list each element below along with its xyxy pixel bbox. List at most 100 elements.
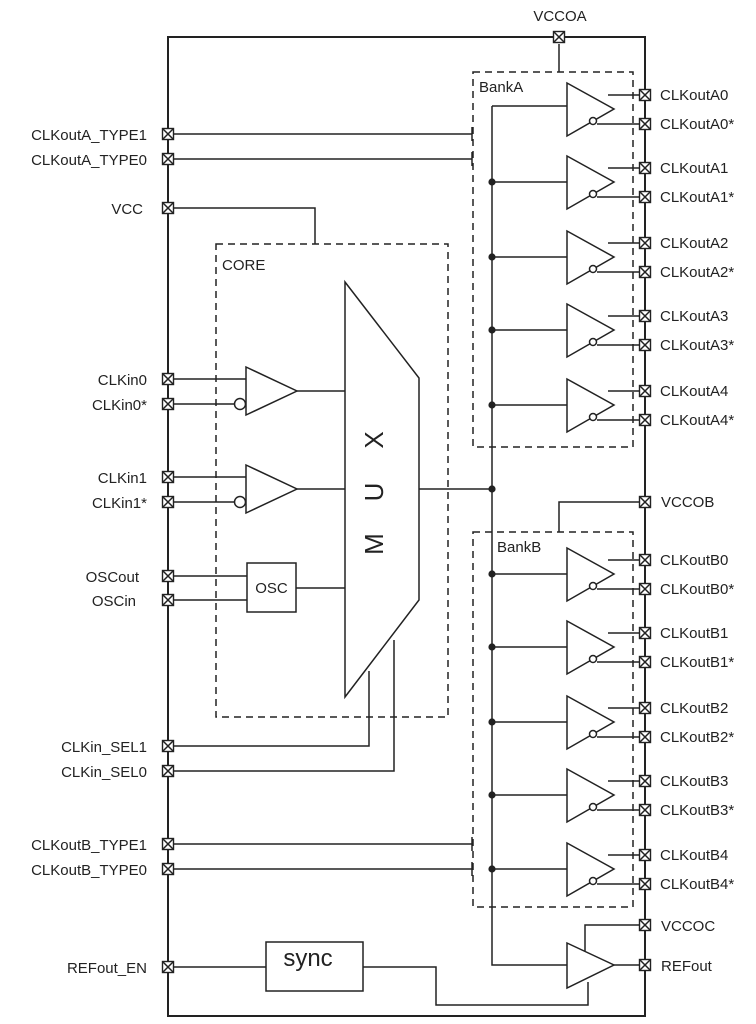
- left-pin-icon: [161, 593, 175, 607]
- bank-b-junction-3: [488, 791, 496, 799]
- pin-marker-icon: [638, 701, 652, 715]
- pin-marker-icon: [638, 338, 652, 352]
- pin-marker-icon: [638, 88, 652, 102]
- clkouta-type1-label: CLKoutA_TYPE1: [31, 127, 147, 144]
- bank-b-out-n-label-4: CLKoutB4*: [660, 876, 734, 893]
- vccob-label: VCCOB: [661, 494, 714, 511]
- pin-marker-icon: [638, 730, 652, 744]
- inverter-bubble-icon: [588, 654, 598, 664]
- left-pin-icon: [161, 569, 175, 583]
- mux-block: [344, 279, 420, 700]
- mux-label: X U M: [359, 431, 389, 555]
- clkin-sel1-label: CLKin_SEL1: [61, 739, 147, 756]
- pin-marker-icon: [638, 265, 652, 279]
- bank-a-drivers: CLKoutA0CLKoutA0*CLKoutA1CLKoutA1*CLKout…: [488, 81, 734, 434]
- bank-a-out-p-label-4: CLKoutA4: [660, 383, 728, 400]
- left-pin-icon: [161, 470, 175, 484]
- sync-to-refout-wire: [363, 966, 589, 1006]
- bank-b-driver-1: [566, 619, 616, 676]
- bank-a-driver-1: [566, 154, 616, 211]
- left-pin-icon: [161, 201, 175, 215]
- pin-marker-icon: [638, 848, 652, 862]
- bank-b-junction-1: [488, 643, 496, 651]
- bank-a-label: BankA: [479, 79, 523, 96]
- left-pin-labels: CLKoutA_TYPE1 CLKoutA_TYPE0 CLKin0 CLKin…: [31, 127, 147, 977]
- left-pin-icon: [161, 495, 175, 509]
- bank-b-block: [472, 531, 634, 908]
- bank-a-driver-3: [566, 302, 616, 359]
- bank-b-driver-4: [566, 841, 616, 898]
- left-pin-icon: [161, 739, 175, 753]
- osc-block: [246, 562, 297, 613]
- refout-en-label: REFout_EN: [67, 960, 147, 977]
- clkin-sel0-label: CLKin_SEL0: [61, 764, 147, 781]
- bank-a-driver-2: [566, 229, 616, 286]
- input-buffer-1: [245, 463, 299, 515]
- refout-buffer: [566, 941, 616, 990]
- pin-marker-icon: [638, 384, 652, 398]
- bank-a-junction-4: [488, 401, 496, 409]
- pin-marker-icon: [638, 413, 652, 427]
- pin-marker-icon: [638, 877, 652, 891]
- inverter-bubble-icon: [588, 412, 598, 422]
- vccob-wire: [558, 501, 640, 532]
- clkin-sel0-wire: [174, 640, 395, 772]
- bank-a-out-p-label-0: CLKoutA0: [660, 87, 728, 104]
- pin-marker-icon: [638, 582, 652, 596]
- svg-text:U: U: [359, 483, 389, 502]
- clkouta-type0-label: CLKoutA_TYPE0: [31, 152, 147, 169]
- pin-marker-icon: [638, 626, 652, 640]
- bank-b-out-p-label-0: CLKoutB0: [660, 552, 728, 569]
- inverter-bubble-icon: [588, 876, 598, 886]
- inverter-bubble-icon: [588, 116, 598, 126]
- inverter-bubble-icon: [588, 802, 598, 812]
- bank-b-out-n-label-0: CLKoutB0*: [660, 581, 734, 598]
- bank-b-label: BankB: [497, 539, 541, 556]
- left-pin-icon: [161, 960, 175, 974]
- inverter-bubble-icon: [233, 495, 247, 509]
- bank-b-driver-0: [566, 546, 616, 603]
- left-pin-icon: [161, 764, 175, 778]
- svg-text:M: M: [359, 533, 389, 555]
- inverter-bubble-icon: [588, 581, 598, 591]
- inverter-bubble-icon: [588, 729, 598, 739]
- pin-marker-icon: [638, 117, 652, 131]
- clkin0n-label: CLKin0*: [92, 397, 147, 414]
- inverter-bubble-icon: [233, 397, 247, 411]
- vcc-wire: [174, 207, 316, 244]
- clkin1n-label: CLKin1*: [92, 495, 147, 512]
- sync-label: sync: [283, 945, 332, 972]
- bank-b-junction-2: [488, 718, 496, 726]
- bank-a-out-n-label-1: CLKoutA1*: [660, 189, 734, 206]
- pin-marker-icon: [638, 190, 652, 204]
- vccoc-pin-icon: [638, 918, 652, 932]
- inverter-bubble-icon: [588, 264, 598, 274]
- left-pin-icon: [161, 152, 175, 166]
- bank-a-out-n-label-4: CLKoutA4*: [660, 412, 734, 429]
- left-pin-icon: [161, 837, 175, 851]
- left-pin-icon: [161, 372, 175, 386]
- bank-b-out-p-label-2: CLKoutB2: [660, 700, 728, 717]
- bank-b-out-n-label-3: CLKoutB3*: [660, 802, 734, 819]
- clkoutb-type0-label: CLKoutB_TYPE0: [31, 862, 147, 879]
- bank-a-out-p-label-3: CLKoutA3: [660, 308, 728, 325]
- core-block: [215, 243, 449, 718]
- bank-a-out-p-label-2: CLKoutA2: [660, 235, 728, 252]
- mux-junction: [488, 485, 496, 493]
- vcc-label: VCC: [111, 201, 143, 218]
- bank-a-block: [472, 71, 634, 448]
- bank-b-driver-2: [566, 694, 616, 751]
- bank-a-driver-0: [566, 81, 616, 138]
- oscin-label: OSCin: [92, 593, 136, 610]
- left-pin-icon: [161, 127, 175, 141]
- bank-a-junction-2: [488, 253, 496, 261]
- pin-markers: [161, 30, 652, 974]
- bank-b-out-n-label-1: CLKoutB1*: [660, 654, 734, 671]
- osc-label: OSC: [255, 580, 288, 597]
- bank-a-out-n-label-3: CLKoutA3*: [660, 337, 734, 354]
- pin-marker-icon: [638, 774, 652, 788]
- vccoa-label: VCCOA: [533, 8, 586, 25]
- vccoa-pin-icon: [552, 30, 566, 44]
- bank-b-junction-4: [488, 865, 496, 873]
- bank-a-out-n-label-2: CLKoutA2*: [660, 264, 734, 281]
